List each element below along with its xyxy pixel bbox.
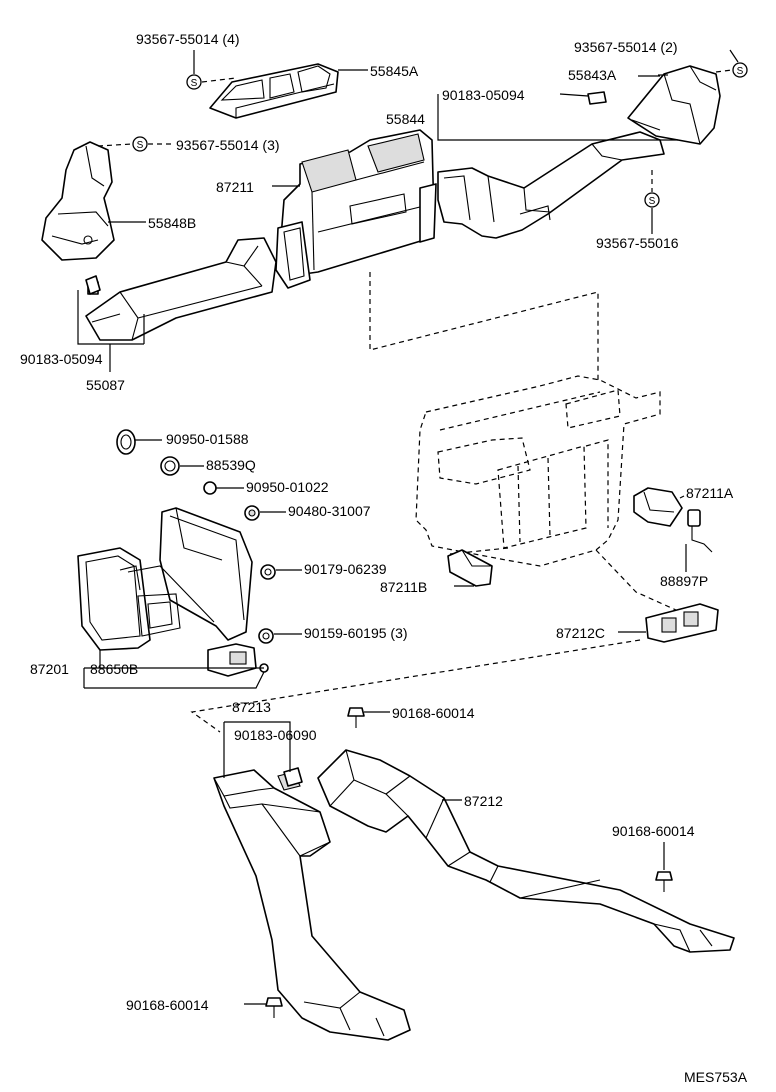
nut-icon bbox=[258, 628, 274, 644]
sensor-88897P bbox=[685, 509, 713, 572]
duct-55087 bbox=[85, 237, 277, 341]
screw-icon bbox=[347, 707, 365, 728]
label-88539Q: 88539Q bbox=[206, 457, 256, 473]
vent-55843A bbox=[627, 65, 721, 145]
grommet-icon bbox=[160, 456, 180, 476]
case-dashed bbox=[190, 272, 677, 733]
clip-s-icon: S bbox=[732, 62, 748, 78]
label-90480-31007: 90480-31007 bbox=[288, 503, 371, 519]
label-90159-60195-3: 90159-60195 (3) bbox=[304, 625, 408, 641]
label-87201: 87201 bbox=[30, 661, 69, 677]
nut-icon bbox=[260, 564, 276, 580]
label-55844: 55844 bbox=[386, 111, 425, 127]
label-93567-55014-3: 93567-55014 (3) bbox=[176, 137, 280, 153]
nut-icon bbox=[283, 767, 303, 787]
label-90183-06090: 90183-06090 bbox=[234, 727, 317, 743]
grommet-icon bbox=[116, 429, 136, 455]
label-87213: 87213 bbox=[232, 699, 271, 715]
label-87211A: 87211A bbox=[686, 485, 734, 501]
diagram-code: MES753A bbox=[684, 1069, 748, 1085]
label-90168-60014-c: 90168-60014 bbox=[126, 997, 209, 1013]
damper-87211B bbox=[447, 549, 493, 587]
label-87212C: 87212C bbox=[556, 625, 605, 641]
label-55848B: 55848B bbox=[148, 215, 196, 231]
label-93567-55016: 93567-55016 bbox=[596, 235, 679, 251]
label-90168-60014-b: 90168-60014 bbox=[612, 823, 695, 839]
grommet-icon bbox=[244, 505, 260, 521]
label-90950-01022: 90950-01022 bbox=[246, 479, 329, 495]
label-88897P: 88897P bbox=[660, 573, 708, 589]
label-90179-06239: 90179-06239 bbox=[304, 561, 387, 577]
clip-icon bbox=[587, 91, 607, 105]
svg-text:S: S bbox=[191, 78, 198, 89]
label-90183-05094-top: 90183-05094 bbox=[442, 87, 525, 103]
label-87211B: 87211B bbox=[380, 579, 427, 595]
vent-87212C bbox=[645, 603, 719, 643]
vent-55848B bbox=[41, 141, 146, 261]
svg-text:S: S bbox=[737, 66, 744, 77]
label-90168-60014-a: 90168-60014 bbox=[392, 705, 475, 721]
label-55845A: 55845A bbox=[370, 63, 419, 79]
duct-87212 bbox=[317, 749, 735, 953]
screw-icon bbox=[655, 871, 673, 892]
vent-55845A bbox=[209, 63, 368, 119]
label-55843A: 55843A bbox=[568, 67, 617, 83]
clip-icon bbox=[85, 275, 101, 295]
label-93567-55014-4: 93567-55014 (4) bbox=[136, 31, 240, 47]
leader-lines bbox=[77, 49, 739, 1005]
frame-87201 bbox=[77, 507, 253, 651]
clip-s-icon: S bbox=[186, 74, 202, 90]
label-90183-05094-left: 90183-05094 bbox=[20, 351, 103, 367]
damper-87211A bbox=[633, 487, 683, 527]
screw-icon bbox=[265, 997, 283, 1018]
part-labels: 93567-55014 (4) 55845A 93567-55014 (2) 5… bbox=[20, 31, 748, 1085]
grommet-icon bbox=[203, 481, 217, 495]
clip-s-icon: S bbox=[644, 192, 660, 208]
label-55087: 55087 bbox=[86, 377, 125, 393]
svg-text:S: S bbox=[649, 196, 656, 207]
label-88650B: 88650B bbox=[90, 661, 138, 677]
label-90950-01588: 90950-01588 bbox=[166, 431, 249, 447]
amplifier-88650B bbox=[207, 643, 257, 677]
label-87212: 87212 bbox=[464, 793, 503, 809]
duct-87213 bbox=[213, 769, 411, 1041]
label-87211: 87211 bbox=[216, 179, 254, 195]
duct-55844 bbox=[437, 131, 665, 239]
svg-text:S: S bbox=[137, 140, 144, 151]
unit-87211 bbox=[275, 129, 437, 289]
label-93567-55014-2: 93567-55014 (2) bbox=[574, 39, 678, 55]
clip-s-icon: S bbox=[132, 136, 148, 152]
